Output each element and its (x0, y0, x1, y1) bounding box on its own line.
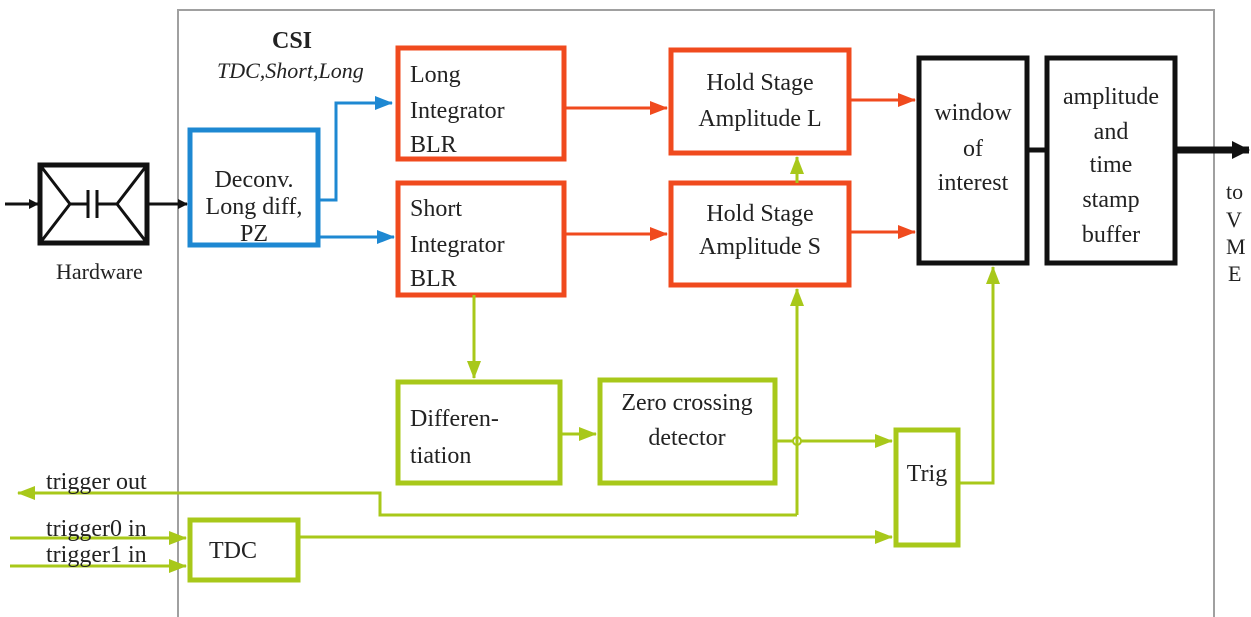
window-line-2: of (963, 136, 983, 162)
short-integrator-block: Short Integrator BLR (395, 180, 567, 298)
zero-crossing-block: Zero crossing detector (597, 377, 778, 486)
long-integrator-line-3: BLR (410, 132, 457, 158)
deconv-block: Deconv. Long diff, PZ (187, 127, 321, 248)
zero-crossing-line-2: detector (648, 425, 725, 451)
buffer-box (1044, 55, 1178, 266)
buffer-line-5: buffer (1082, 222, 1140, 248)
csi-subtitle: TDC,Short,Long (217, 58, 364, 83)
window-of-interest-block: window of interest (916, 55, 1030, 266)
buffer-line-3: time (1090, 152, 1133, 178)
short-integrator-line-1: Short (410, 196, 462, 222)
csi-frame (177, 9, 1215, 617)
long-integrator-box (395, 45, 567, 162)
window-line-3: interest (938, 170, 1009, 196)
hold-stage-l-line-2: Amplitude L (698, 106, 821, 132)
long-integrator-line-1: Long (410, 62, 461, 88)
trigger-out-label: trigger out (46, 469, 147, 495)
window-line-1: window (934, 100, 1012, 126)
output-line-2: V (1226, 207, 1242, 232)
trig-box (893, 427, 961, 548)
trig-to-window-arrow (958, 266, 1000, 485)
buffer-line-1: amplitude (1063, 84, 1159, 110)
differentiation-block: Differen- tiation (395, 379, 563, 486)
trigger0-in-label: trigger0 in (46, 516, 147, 542)
zero-crossing-line-1: Zero crossing (621, 390, 752, 416)
capacitor-icon (38, 164, 149, 244)
zero-crossing-box (597, 377, 778, 486)
hold-stage-l-line-1: Hold Stage (706, 70, 813, 96)
tdc-block: TDC (187, 517, 301, 583)
hold-stage-s-line-1: Hold Stage (706, 201, 813, 227)
long-integrator-line-2: Integrator (410, 98, 505, 124)
deconv-line-2: Long diff, (206, 194, 303, 220)
buffer-block: amplitude and time stamp buffer (1044, 55, 1178, 266)
hold-stage-s-block: Hold Stage Amplitude S (668, 180, 852, 288)
window-of-interest-box (916, 55, 1030, 266)
output-line-1: to (1226, 179, 1243, 204)
output-line-4: E (1228, 261, 1241, 286)
long-integrator-block: Long Integrator BLR (395, 45, 567, 162)
deconv-to-long-integrator-arrow (318, 96, 393, 202)
short-integrator-line-2: Integrator (410, 232, 505, 258)
tdc-box (187, 517, 301, 583)
hardware-label: Hardware (56, 259, 143, 284)
trigger-out-arrow (17, 486, 797, 517)
hardware-block: Hardware (5, 162, 188, 284)
tdc-label: TDC (209, 538, 257, 564)
hold-stage-l-box (668, 47, 852, 156)
buffer-line-4: stamp (1082, 187, 1139, 213)
hold-stage-s-line-2: Amplitude S (699, 234, 821, 260)
deconv-line-1: Deconv. (214, 167, 293, 193)
deconv-line-3: PZ (240, 221, 268, 247)
hold-stage-l-block: Hold Stage Amplitude L (668, 47, 852, 156)
short-integrator-line-3: BLR (410, 266, 457, 292)
buffer-line-2: and (1094, 119, 1129, 145)
differentiation-line-2: tiation (410, 443, 471, 469)
trigger1-in-label: trigger1 in (46, 542, 147, 568)
deconv-box (187, 127, 321, 248)
csi-title: CSI (272, 28, 312, 54)
trig-block: Trig (893, 427, 961, 548)
hold-stage-s-box (668, 180, 852, 288)
short-integrator-box (395, 180, 567, 298)
differentiation-line-1: Differen- (410, 406, 499, 432)
hardware-box (37, 162, 150, 246)
output-line-3: M (1226, 234, 1246, 259)
trig-label: Trig (907, 461, 947, 487)
